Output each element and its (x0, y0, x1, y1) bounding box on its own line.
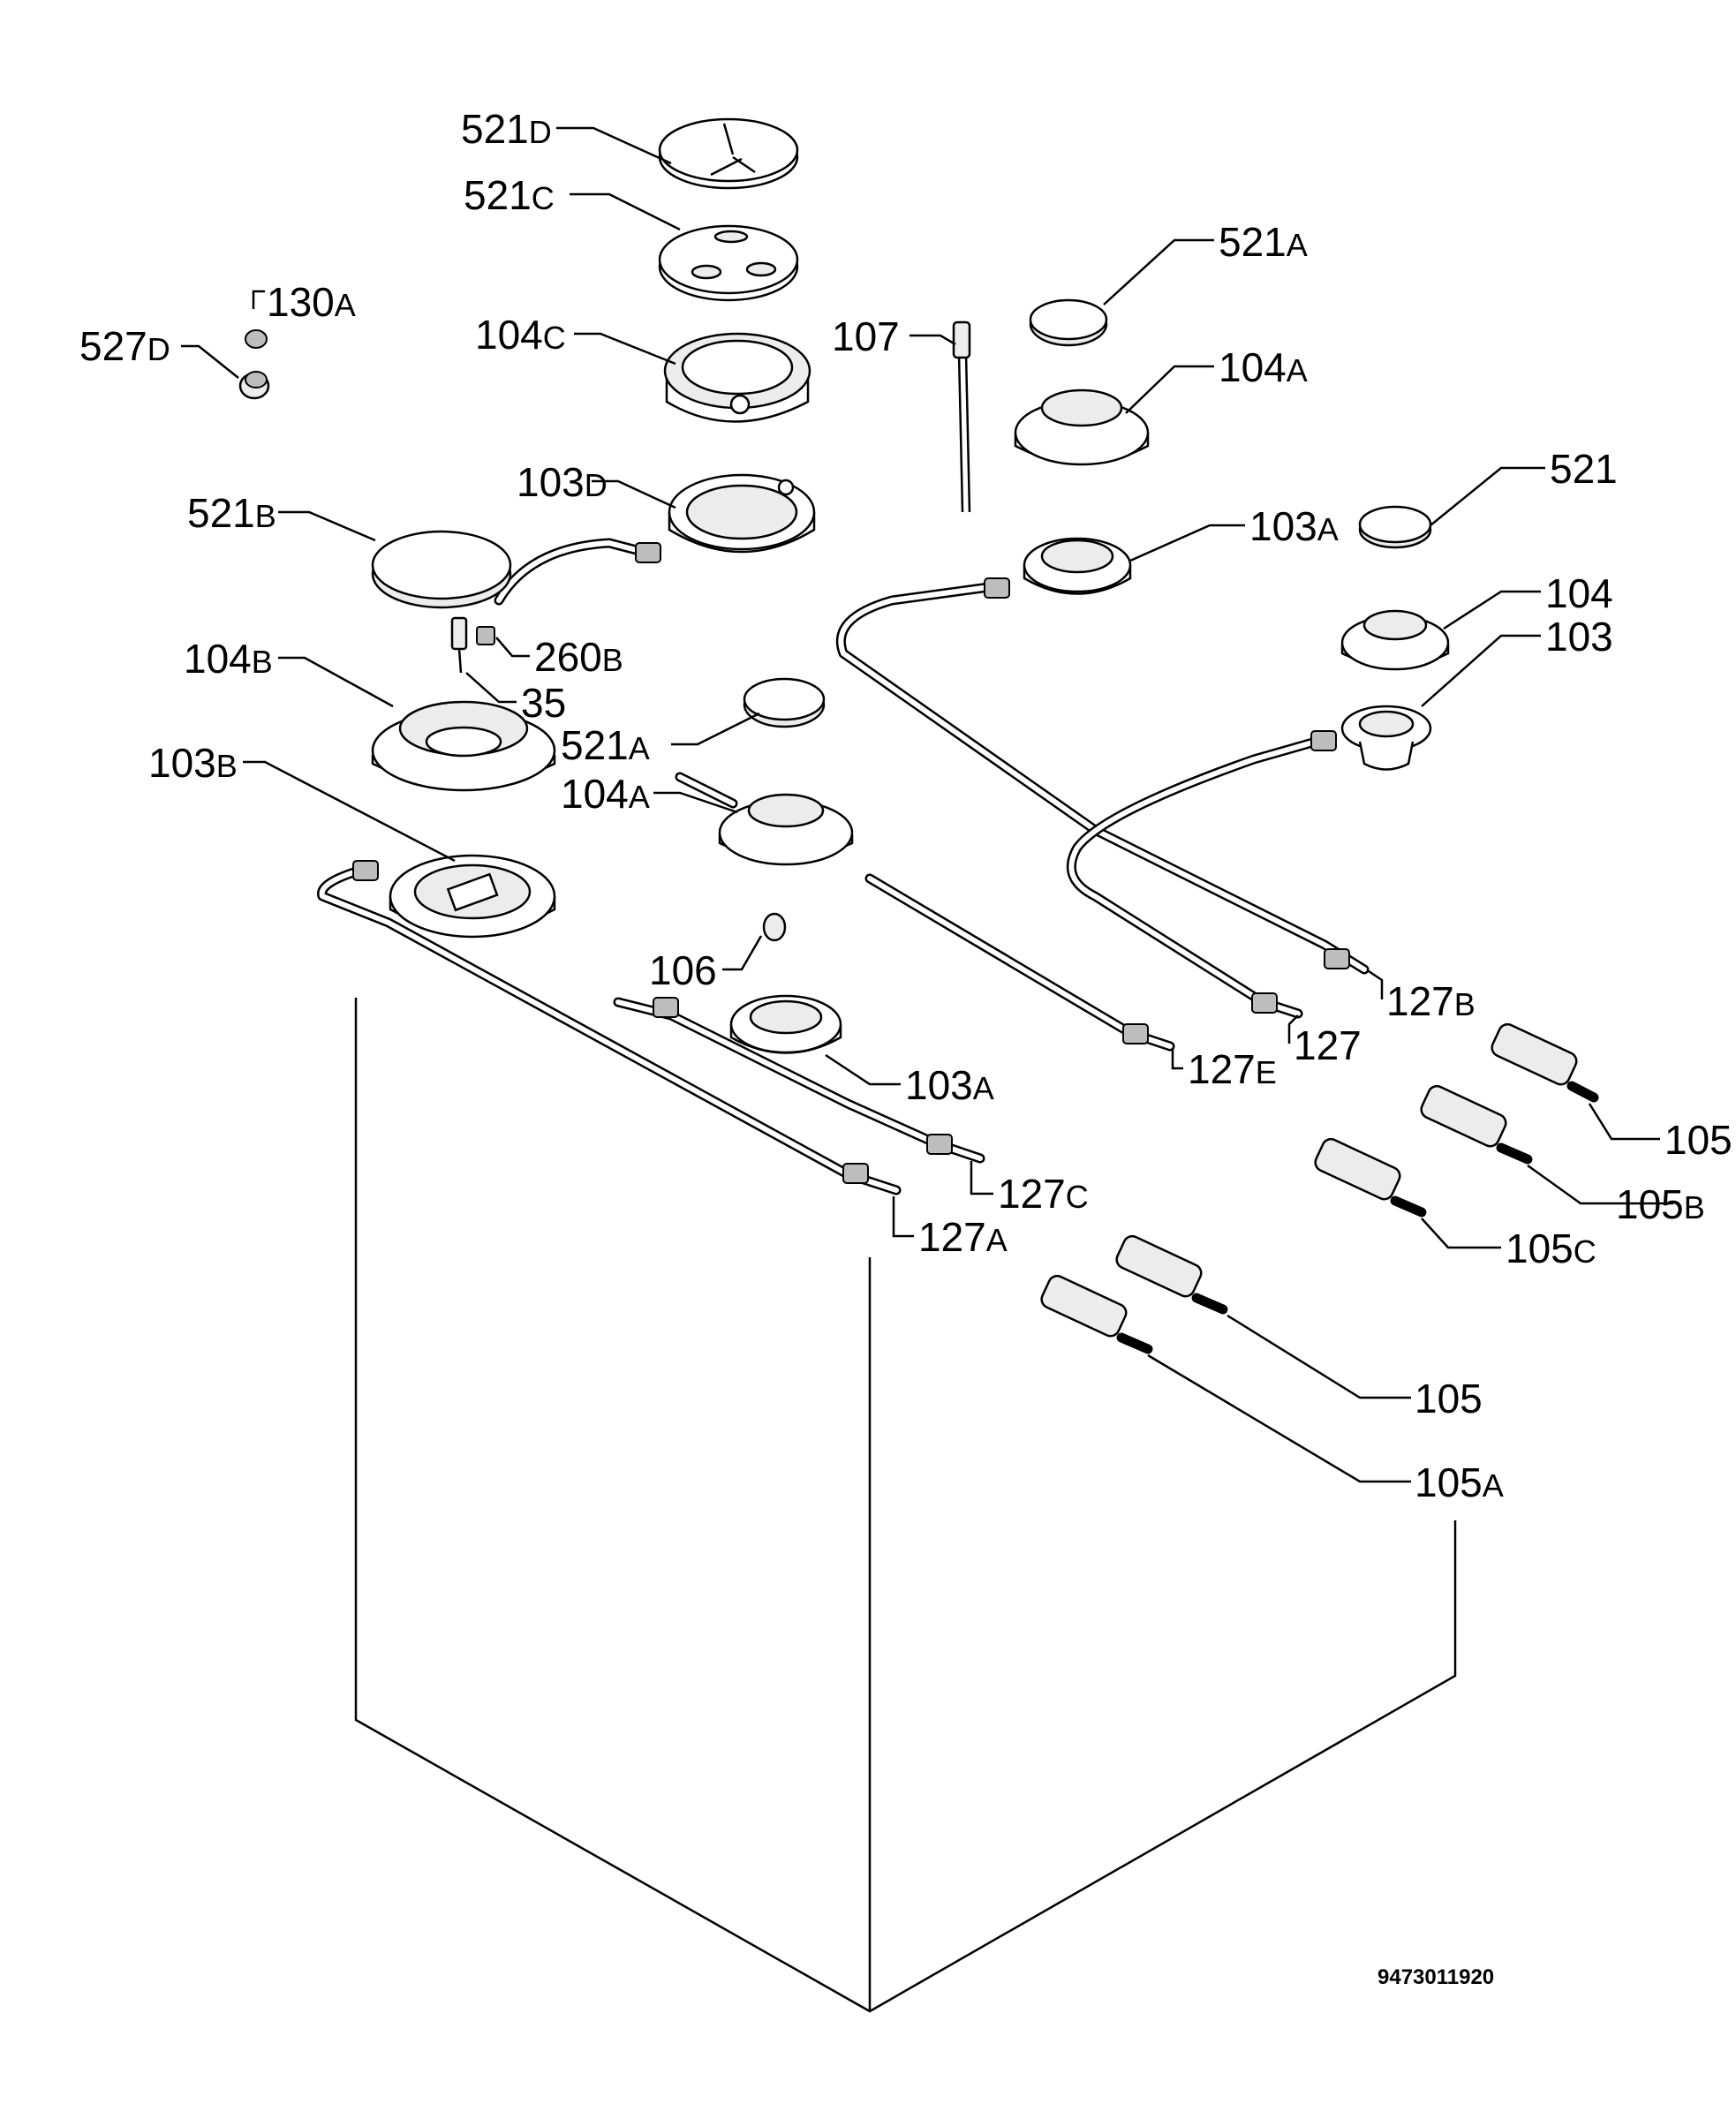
label-103a-low: 103A (905, 1062, 994, 1108)
burner-cap-521a-mid (743, 677, 826, 728)
label-35: 35 (521, 680, 566, 726)
burner-crown-104c (663, 332, 811, 423)
thermocouple-107 (952, 320, 971, 513)
injector-106 (762, 912, 787, 942)
burner-cap-521d (658, 117, 799, 190)
label-521c: 521C (464, 172, 555, 218)
label-127b: 127B (1386, 978, 1476, 1024)
burner-cap-521b (371, 530, 512, 609)
label-105a: 105A (1415, 1459, 1504, 1505)
label-103d: 103D (517, 459, 608, 505)
label-104a-top: 104A (1219, 344, 1308, 390)
label-105-low: 105 (1415, 1376, 1483, 1421)
burner-cap-521c (658, 224, 799, 302)
label-106: 106 (649, 947, 717, 993)
label-104a-mid: 104A (561, 771, 650, 817)
burner-crown-104a-mid (718, 793, 854, 866)
burner-cap-521a-top (1029, 298, 1108, 347)
parts (238, 117, 1599, 1354)
label-521b: 521B (187, 490, 276, 536)
gas-pipes (317, 538, 1370, 1195)
document-code: 9473011920 (1377, 1965, 1494, 1989)
label-260b: 260B (534, 634, 623, 680)
leader-lines (181, 126, 1673, 1483)
label-521: 521 (1550, 446, 1618, 492)
jet-527d (238, 371, 270, 400)
label-527d: 527D (79, 323, 170, 369)
cabinet-outline (354, 998, 1457, 2013)
burner-base-103a-low (729, 994, 842, 1054)
pipe-fittings (352, 542, 1350, 1184)
burner-base-103b (389, 854, 556, 939)
burner-crown-104b (371, 700, 556, 792)
label-104: 104 (1545, 570, 1613, 616)
burner-base-103d (668, 473, 816, 554)
gas-tap-105b (1420, 1084, 1533, 1165)
label-521d: 521D (461, 106, 552, 152)
label-107: 107 (832, 313, 900, 359)
gas-tap-105-low (1115, 1234, 1228, 1315)
label-103b: 103B (148, 740, 238, 786)
label-521a-top: 521A (1219, 219, 1308, 265)
gas-tap-105-top (1491, 1022, 1599, 1103)
electrode-260b (476, 626, 495, 645)
burner-crown-104 (1340, 609, 1450, 671)
label-127a: 127A (918, 1214, 1008, 1260)
part-labels: 521D 521C 521A 130A 527D 104C 107 104A 1… (79, 106, 1732, 1505)
gas-tap-105a (1040, 1274, 1153, 1354)
label-105b: 105B (1616, 1181, 1705, 1227)
label-127: 127 (1294, 1022, 1362, 1068)
burner-base-103a-top (1023, 537, 1132, 595)
label-521a-mid: 521A (561, 722, 650, 768)
label-130a: 130A (267, 279, 356, 325)
label-104b: 104B (184, 636, 273, 682)
jet-130a (245, 329, 268, 349)
label-127c: 127C (998, 1171, 1089, 1217)
gas-tap-105c (1314, 1137, 1427, 1218)
burner-cap-521 (1358, 505, 1432, 549)
label-127e: 127E (1188, 1046, 1277, 1092)
label-103: 103 (1545, 614, 1613, 660)
label-105-top: 105 (1664, 1117, 1732, 1163)
label-104c: 104C (475, 312, 566, 358)
burner-crown-104a-top (1014, 388, 1150, 466)
label-103a-top: 103A (1249, 503, 1339, 549)
label-105c: 105C (1506, 1225, 1596, 1271)
burner-base-103 (1340, 705, 1432, 771)
ignition-plug-35 (450, 616, 468, 674)
